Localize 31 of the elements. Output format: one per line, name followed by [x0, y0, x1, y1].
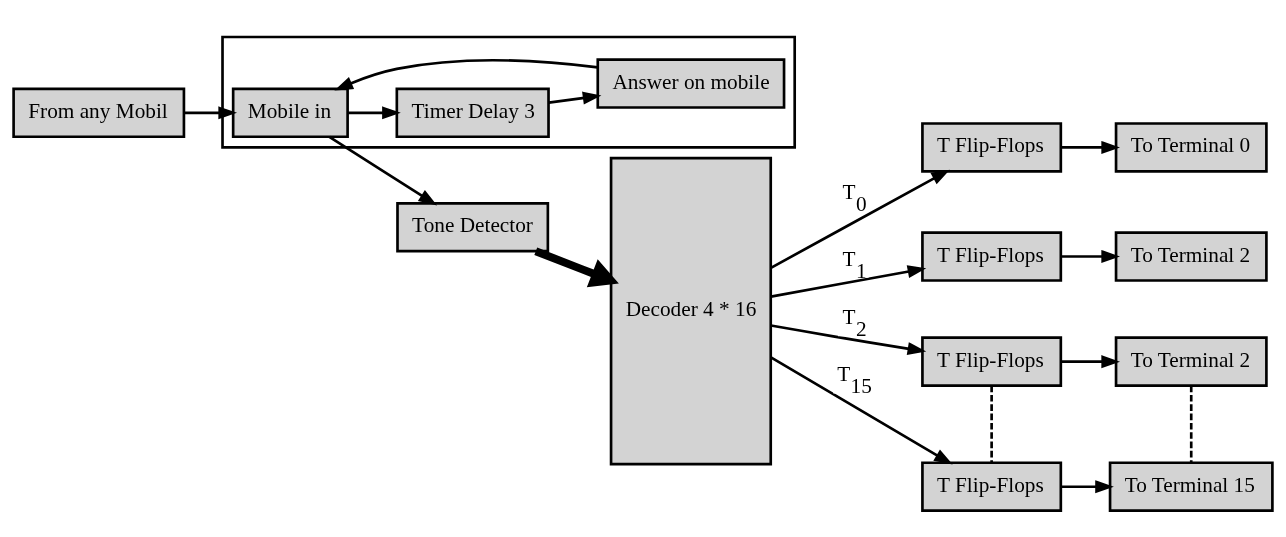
node-box: T Flip-Flops	[921, 231, 1063, 282]
arrow	[770, 169, 950, 270]
node-box: From any Mobil	[12, 87, 186, 139]
node-box: To Terminal 2	[1114, 231, 1268, 282]
connector	[990, 385, 993, 463]
node-box: T Flip-Flops	[921, 122, 1063, 173]
node-box: Tone Detector	[396, 201, 550, 253]
arrow	[770, 265, 927, 298]
node-box: To Terminal 0	[1114, 122, 1268, 173]
arrow	[1061, 250, 1120, 264]
arrow	[548, 91, 602, 105]
node-box: Answer on mobile	[596, 58, 786, 109]
arrow	[1061, 355, 1120, 369]
connector	[1189, 385, 1193, 463]
node-box: Mobile in	[231, 87, 349, 139]
node-box: T Flip-Flops	[921, 336, 1063, 387]
arrow	[328, 135, 438, 206]
node-box: T Flip-Flops	[921, 461, 1063, 512]
node-box: To Terminal 2	[1114, 336, 1268, 387]
arrow	[1061, 480, 1114, 494]
cluster	[221, 35, 797, 149]
node-box: To Terminal 15	[1108, 461, 1274, 512]
arrow	[334, 59, 598, 91]
node-box: Decoder 4 * 16	[609, 156, 773, 466]
arrow	[348, 106, 401, 120]
arrow	[184, 106, 237, 120]
arrow	[770, 356, 953, 465]
arrow	[534, 247, 619, 288]
arrow	[770, 324, 927, 356]
arrow	[1061, 140, 1120, 154]
node-box: Timer Delay 3	[395, 87, 550, 139]
